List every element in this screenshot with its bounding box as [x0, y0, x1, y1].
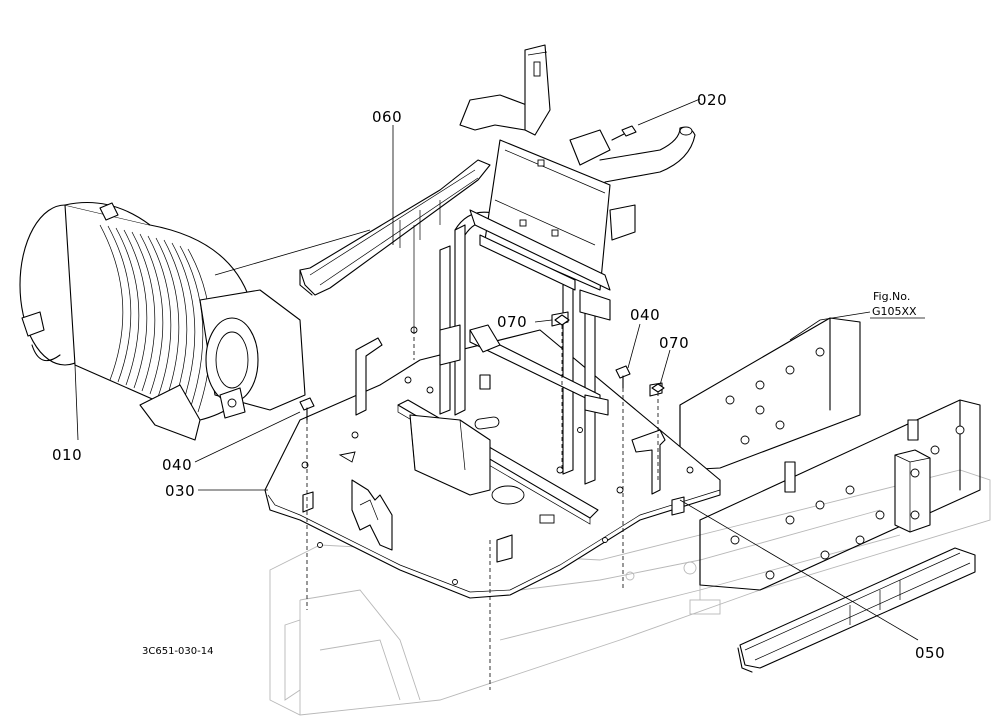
callout-040-left: 040 [162, 456, 192, 474]
assembly-dash-lines [306, 325, 659, 690]
seat-support-frame [355, 44, 696, 495]
figure-reference-number: G105XX [872, 305, 917, 318]
side-frame-rails [679, 317, 981, 591]
callout-070-right: 070 [659, 334, 689, 352]
part-010-air-cleaner [19, 202, 306, 441]
callout-020: 020 [697, 91, 727, 109]
air-cleaner-ribs [99, 224, 212, 413]
callout-040-right: 040 [630, 306, 660, 324]
callout-060: 060 [372, 108, 402, 126]
callout-010: 010 [52, 446, 82, 464]
part-060-support-bar [299, 159, 491, 334]
part-050-cushion-strip [737, 547, 976, 673]
callout-070-left: 070 [497, 313, 527, 331]
fasteners [299, 125, 665, 421]
drawing-code: 3C651-030-14 [142, 646, 213, 657]
callout-050: 050 [915, 644, 945, 662]
leader-lines [74, 98, 925, 641]
callout-030: 030 [165, 482, 195, 500]
part-030-base-plate [264, 329, 721, 599]
figure-reference-label: Fig.No. [873, 290, 910, 303]
callout-labels: 020 060 010 040 030 070 040 070 050 Fig.… [52, 91, 945, 662]
